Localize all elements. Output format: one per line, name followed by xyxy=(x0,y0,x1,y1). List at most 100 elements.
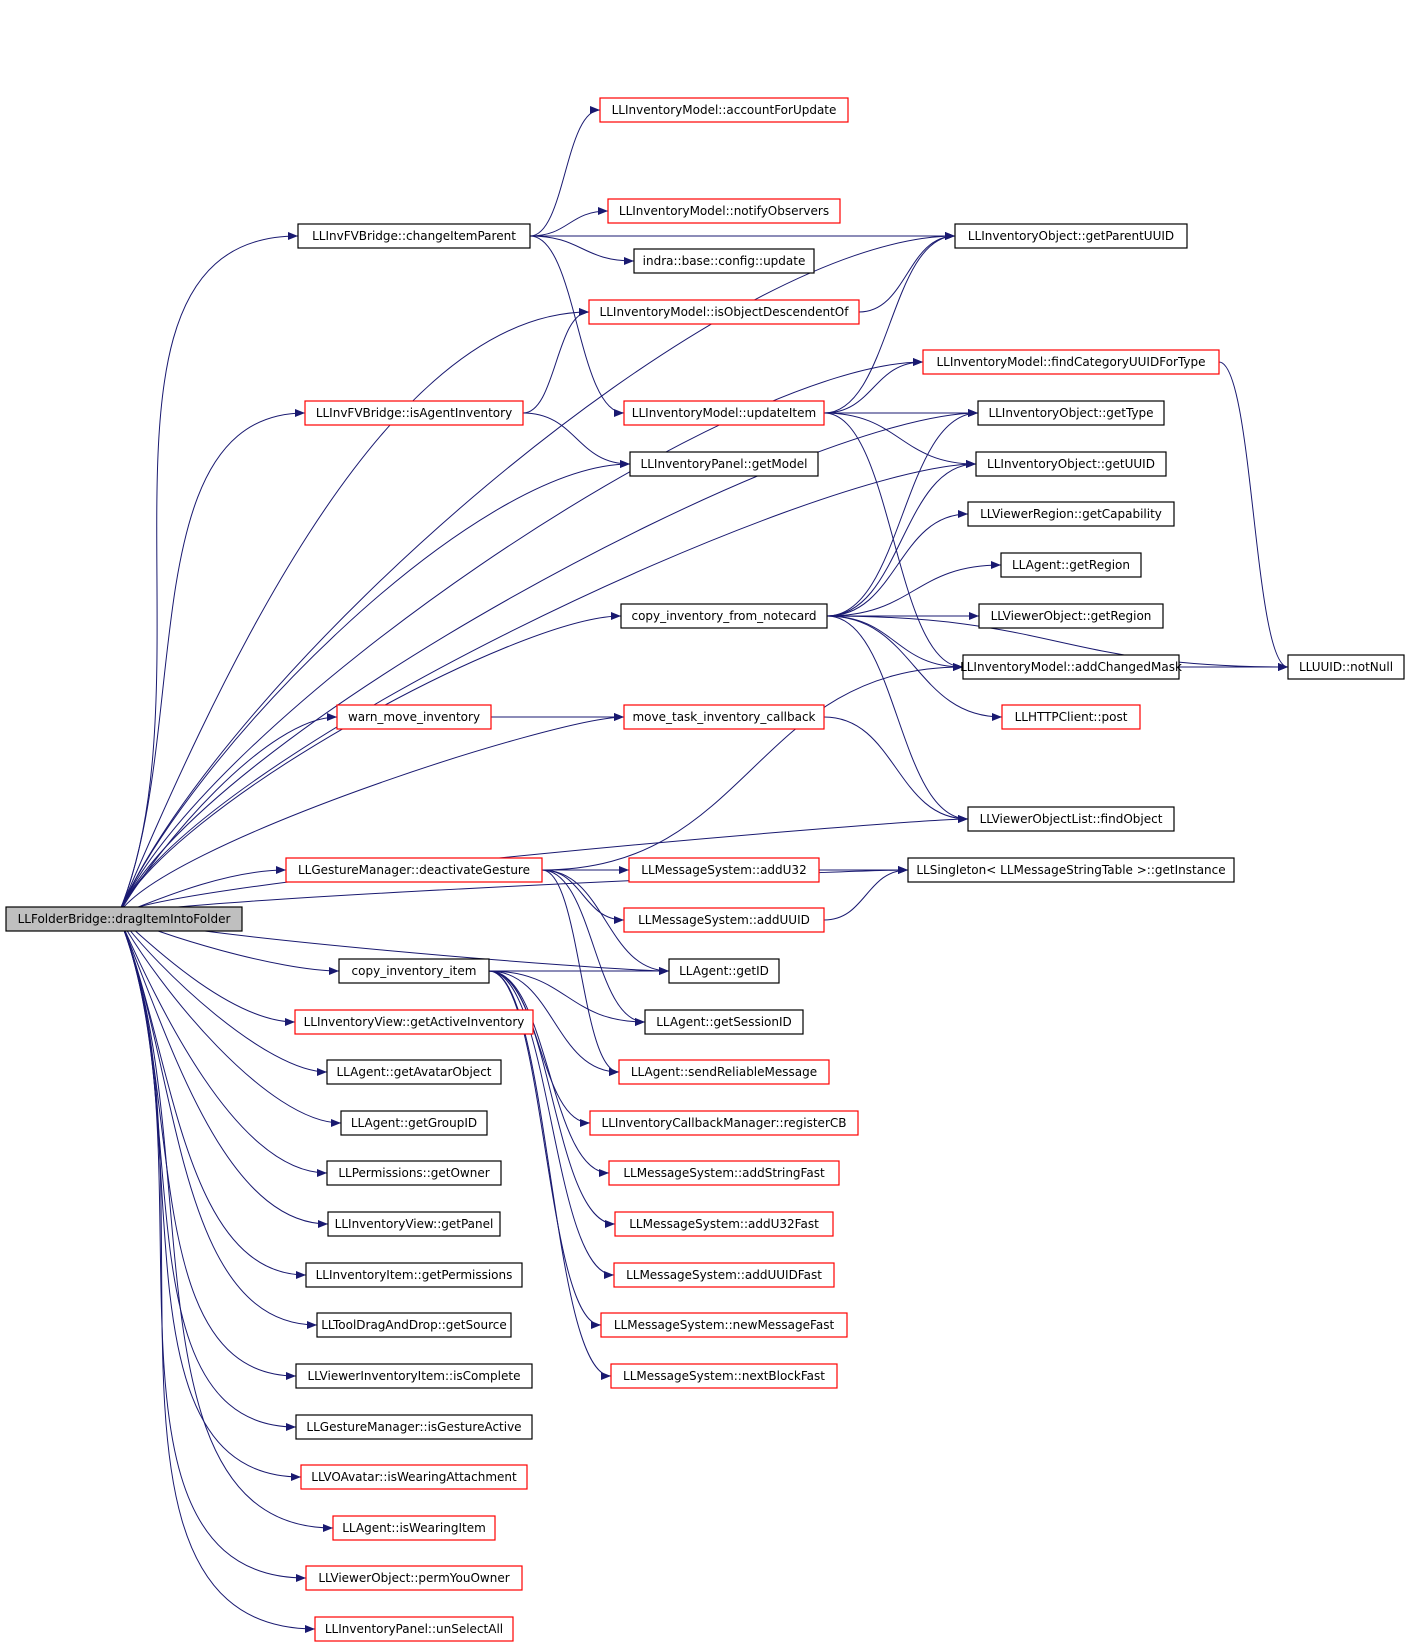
node-change-item-parent[interactable]: LLInvFVBridge::changeItemParent xyxy=(297,223,531,249)
node-box xyxy=(295,1414,533,1440)
node-get-type[interactable]: LLInventoryObject::getType xyxy=(977,400,1165,426)
node-box xyxy=(954,223,1188,249)
node-is-agent-inventory[interactable]: LLInvFVBridge::isAgentInventory xyxy=(304,400,524,426)
node-label: LLGestureManager::isGestureActive xyxy=(306,1420,521,1434)
node-box xyxy=(978,603,1164,629)
node-is-wearing-item[interactable]: LLAgent::isWearingItem xyxy=(332,1515,496,1541)
node-next-block-fast[interactable]: LLMessageSystem::nextBlockFast xyxy=(610,1363,838,1389)
node-account-for-update[interactable]: LLInventoryModel::accountForUpdate xyxy=(599,97,849,123)
node-box xyxy=(305,1262,523,1288)
node-label: LLInvFVBridge::changeItemParent xyxy=(312,229,516,243)
node-is-object-descendent-of[interactable]: LLInventoryModel::isObjectDescendentOf xyxy=(588,299,860,325)
node-label: LLInventoryPanel::unSelectAll xyxy=(325,1622,503,1636)
node-label: move_task_inventory_callback xyxy=(632,710,815,724)
node-label: LLVOAvatar::isWearingAttachment xyxy=(311,1470,517,1484)
node-box xyxy=(588,299,860,325)
node-add-u32-fast[interactable]: LLMessageSystem::addU32Fast xyxy=(614,1211,834,1237)
node-un-select-all[interactable]: LLInventoryPanel::unSelectAll xyxy=(314,1616,514,1642)
node-box xyxy=(608,1160,840,1186)
edge-update-item-to-get-parent-uuid xyxy=(823,232,956,414)
node-config-update[interactable]: indra::base::config::update xyxy=(633,248,815,274)
node-add-u32[interactable]: LLMessageSystem::addU32 xyxy=(628,857,820,883)
edge-root-to-get-avatar-object xyxy=(117,914,328,1076)
edge-root-to-un-select-all xyxy=(117,914,316,1633)
node-find-category-uuidfor-type[interactable]: LLInventoryModel::findCategoryUUIDForTyp… xyxy=(922,349,1220,375)
node-label: LLMessageSystem::addStringFast xyxy=(623,1166,825,1180)
node-copy-inventory-item[interactable]: copy_inventory_item xyxy=(338,958,490,984)
edge-is-object-descendent-of-to-get-parent-uuid xyxy=(858,232,956,313)
node-label: LLViewerRegion::getCapability xyxy=(980,507,1162,521)
node-box xyxy=(285,857,543,883)
node-move-task-callback[interactable]: move_task_inventory_callback xyxy=(623,704,825,730)
node-box xyxy=(623,400,825,426)
node-box xyxy=(633,248,815,274)
node-box xyxy=(628,857,820,883)
node-send-reliable-message[interactable]: LLAgent::sendReliableMessage xyxy=(618,1059,830,1085)
node-warn-move[interactable]: warn_move_inventory xyxy=(336,704,492,730)
node-get-model[interactable]: LLInventoryPanel::getModel xyxy=(629,451,819,477)
node-add-uuid[interactable]: LLMessageSystem::addUUID xyxy=(623,907,825,933)
node-is-gesture-active[interactable]: LLGestureManager::isGestureActive xyxy=(295,1414,533,1440)
node-box xyxy=(327,1211,501,1237)
node-perm-you-owner[interactable]: LLViewerObject::permYouOwner xyxy=(305,1565,523,1591)
node-add-changed-mask[interactable]: LLInventoryModel::addChangedMask xyxy=(960,654,1182,680)
node-get-capability[interactable]: LLViewerRegion::getCapability xyxy=(967,501,1175,527)
edge-copy-inventory-item-to-add-uuidfast xyxy=(488,970,615,1279)
node-is-complete[interactable]: LLViewerInventoryItem::isComplete xyxy=(295,1363,533,1389)
edge-copy-inventory-item-to-get-session-id xyxy=(488,970,646,1026)
node-box xyxy=(975,451,1167,477)
node-add-string-fast[interactable]: LLMessageSystem::addStringFast xyxy=(608,1160,840,1186)
node-deactivate-gesture[interactable]: LLGestureManager::deactivateGesture xyxy=(285,857,543,883)
node-agent-get-region[interactable]: LLAgent::getRegion xyxy=(1000,552,1142,578)
node-http-post[interactable]: LLHTTPClient::post xyxy=(1001,704,1141,730)
node-get-owner[interactable]: LLPermissions::getOwner xyxy=(326,1160,502,1186)
node-not-null[interactable]: LLUUID::notNull xyxy=(1287,654,1405,680)
node-get-avatar-object[interactable]: LLAgent::getAvatarObject xyxy=(326,1059,502,1085)
edge-find-category-uuidfor-type-to-not-null xyxy=(1218,361,1289,671)
edge-copy-inventory-item-to-add-string-fast xyxy=(488,970,610,1177)
node-update-item[interactable]: LLInventoryModel::updateItem xyxy=(623,400,825,426)
node-label: LLInventoryModel::notifyObservers xyxy=(619,204,829,218)
edge-copy-from-notecard-to-agent-get-region xyxy=(826,561,1002,617)
node-new-message-fast[interactable]: LLMessageSystem::newMessageFast xyxy=(600,1312,848,1338)
node-add-uuidfast[interactable]: LLMessageSystem::addUUIDFast xyxy=(613,1262,835,1288)
node-label: LLMessageSystem::newMessageFast xyxy=(614,1318,835,1332)
node-box xyxy=(922,349,1220,375)
edge-deactivate-gesture-to-get-id xyxy=(541,869,670,975)
node-label: LLMessageSystem::addUUID xyxy=(638,913,810,927)
node-get-active-inventory[interactable]: LLInventoryView::getActiveInventory xyxy=(294,1009,534,1035)
node-label: LLInventoryCallbackManager::registerCB xyxy=(602,1116,847,1130)
node-get-panel[interactable]: LLInventoryView::getPanel xyxy=(327,1211,501,1237)
node-notify-observers[interactable]: LLInventoryModel::notifyObservers xyxy=(607,198,841,224)
node-is-wearing-attachment[interactable]: LLVOAvatar::isWearingAttachment xyxy=(300,1464,528,1490)
edge-copy-from-notecard-to-find-object xyxy=(826,615,969,823)
edge-copy-from-notecard-to-not-null xyxy=(826,615,1289,671)
node-label: LLInventoryModel::addChangedMask xyxy=(960,660,1182,674)
node-get-source[interactable]: LLToolDragAndDrop::getSource xyxy=(316,1312,512,1338)
node-copy-from-notecard[interactable]: copy_inventory_from_notecard xyxy=(620,603,828,629)
node-get-id[interactable]: LLAgent::getID xyxy=(668,958,780,984)
node-get-permissions[interactable]: LLInventoryItem::getPermissions xyxy=(305,1262,523,1288)
node-box xyxy=(316,1312,512,1338)
node-root[interactable]: LLFolderBridge::dragItemIntoFolder xyxy=(5,906,243,932)
node-label: LLInventoryModel::isObjectDescendentOf xyxy=(600,305,850,319)
edge-deactivate-gesture-to-get-session-id xyxy=(541,869,646,1026)
node-get-parent-uuid[interactable]: LLInventoryObject::getParentUUID xyxy=(954,223,1188,249)
node-label: LLUUID::notNull xyxy=(1299,660,1393,674)
edge-change-item-parent-to-update-item xyxy=(529,235,625,417)
edge-root-to-is-object-descendent-of xyxy=(117,308,590,916)
edge-root-to-get-panel xyxy=(117,914,329,1228)
node-get-uuid[interactable]: LLInventoryObject::getUUID xyxy=(975,451,1167,477)
node-label: LLAgent::getAvatarObject xyxy=(337,1065,492,1079)
node-box xyxy=(5,906,243,932)
edge-change-item-parent-to-config-update xyxy=(529,235,635,265)
node-get-instance[interactable]: LLSingleton< LLMessageStringTable >::get… xyxy=(907,857,1235,883)
node-find-object[interactable]: LLViewerObjectList::findObject xyxy=(967,806,1175,832)
node-label: LLInventoryView::getActiveInventory xyxy=(304,1015,525,1029)
edge-copy-inventory-item-to-add-u32-fast xyxy=(488,970,616,1228)
node-get-group-id[interactable]: LLAgent::getGroupID xyxy=(340,1110,488,1136)
node-get-session-id[interactable]: LLAgent::getSessionID xyxy=(644,1009,804,1035)
edge-copy-from-notecard-to-add-changed-mask xyxy=(826,615,964,671)
node-register-cb[interactable]: LLInventoryCallbackManager::registerCB xyxy=(589,1110,859,1136)
node-viewer-obj-get-region[interactable]: LLViewerObject::getRegion xyxy=(978,603,1164,629)
